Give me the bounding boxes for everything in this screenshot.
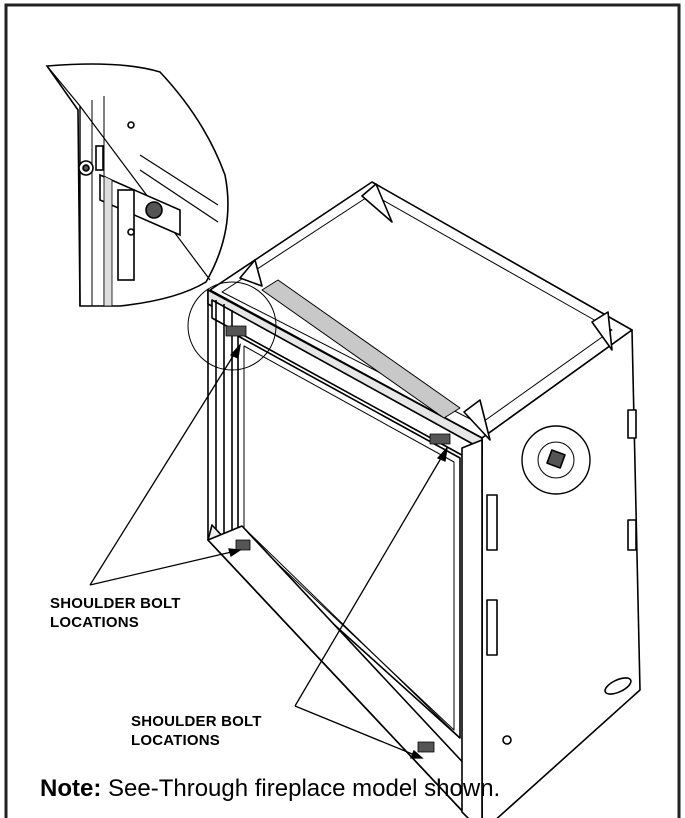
detail-inset <box>45 63 229 307</box>
note-prefix: Note: <box>40 775 102 802</box>
figure-border <box>4 3 681 818</box>
detail-location-circle <box>187 281 277 371</box>
note-caption: Note: See-Through fireplace model shown. <box>40 774 500 804</box>
leader-lines <box>89 342 448 759</box>
shoulder-bolt-label-left: SHOULDER BOLT LOCATIONS <box>50 595 181 631</box>
fireplace-unit <box>207 181 641 818</box>
shoulder-bolt-label-right: SHOULDER BOLT LOCATIONS <box>131 713 262 749</box>
vent-connector <box>546 449 566 469</box>
note-text: See-Through fireplace model shown. <box>101 775 501 802</box>
